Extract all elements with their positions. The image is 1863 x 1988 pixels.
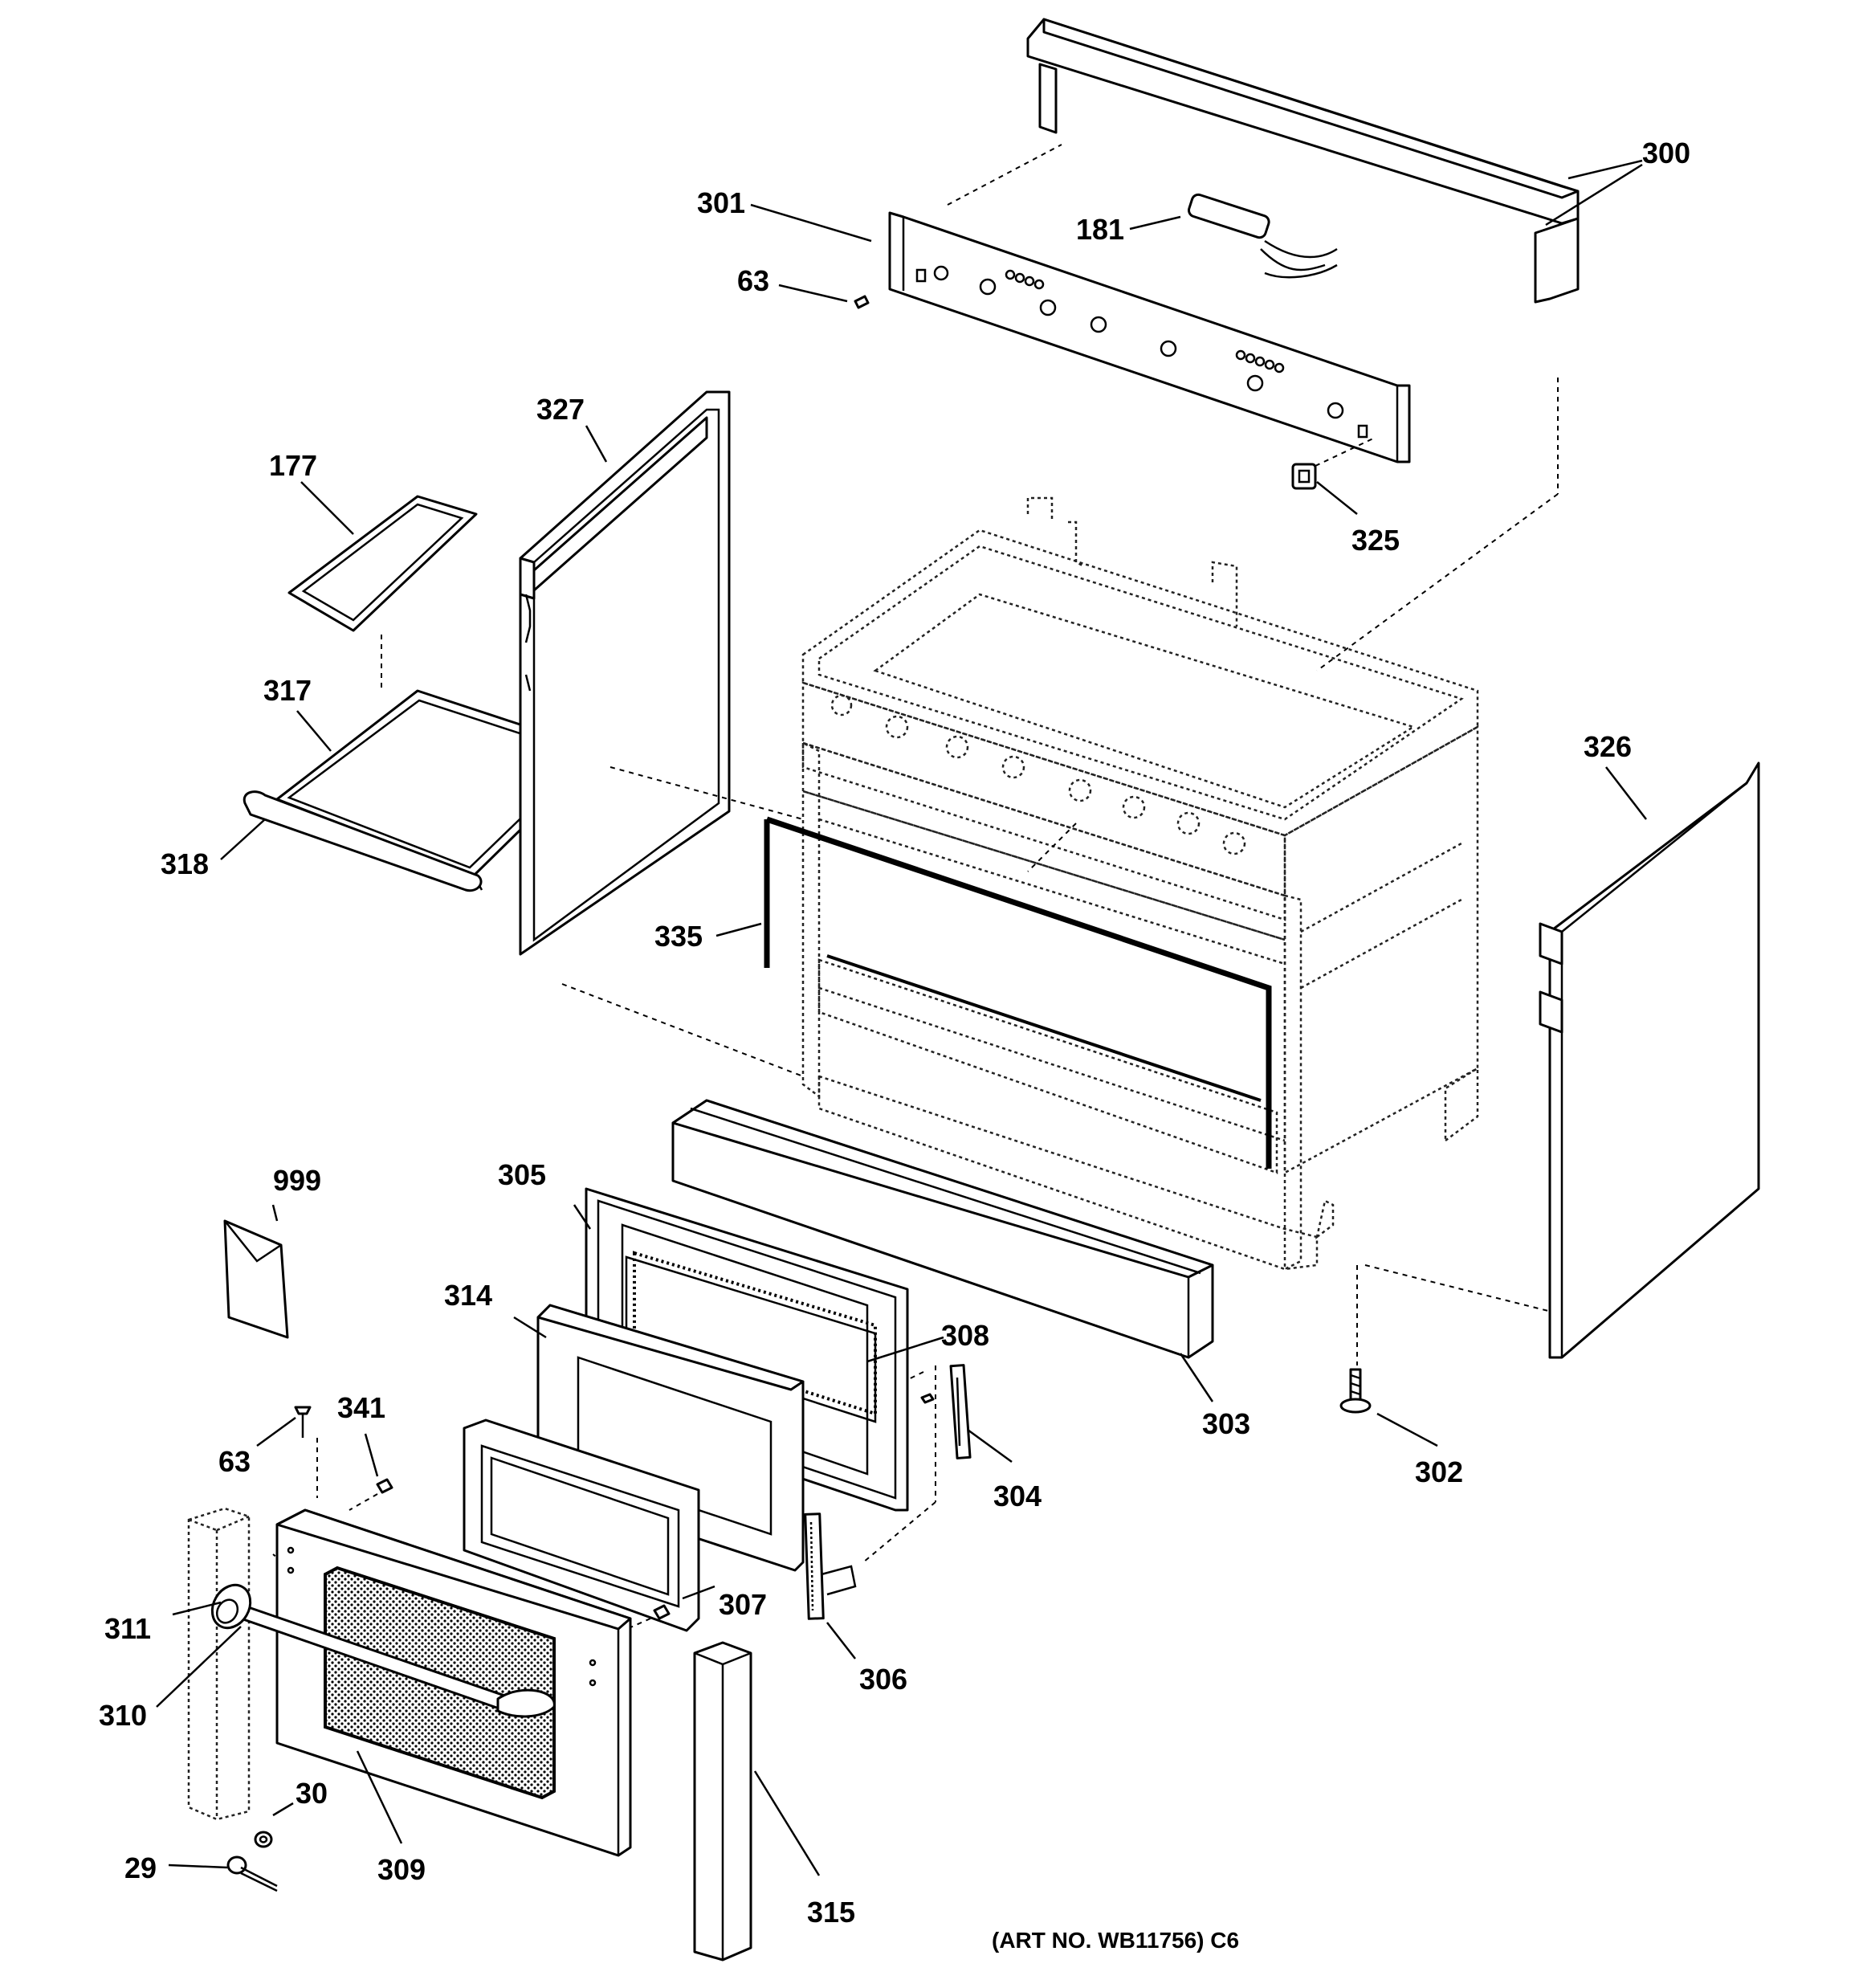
callout-999: 999	[273, 1164, 321, 1197]
door-screw	[653, 1604, 671, 1620]
part-327-side-panel	[519, 390, 731, 956]
callout-29: 29	[124, 1851, 157, 1884]
callout-327: 327	[536, 393, 585, 426]
callout-315: 315	[807, 1896, 855, 1929]
art-number: (ART NO. WB11756) C6	[992, 1928, 1239, 1953]
callout-317: 317	[263, 674, 312, 707]
leader-lines	[156, 159, 1647, 1876]
part-315-trim-strip	[187, 1507, 752, 1961]
callout-63-lower: 63	[218, 1445, 251, 1478]
part-326-side-panel	[1539, 761, 1760, 1359]
callout-307: 307	[719, 1588, 767, 1621]
callout-303: 303	[1202, 1407, 1250, 1440]
callout-341: 341	[337, 1391, 385, 1424]
callout-309: 309	[377, 1853, 426, 1886]
part-63-screw-lower	[294, 1406, 312, 1438]
callout-306: 306	[859, 1663, 907, 1696]
part-301-control-panel	[888, 211, 1411, 463]
callout-300: 300	[1642, 137, 1690, 169]
callout-311: 311	[104, 1612, 151, 1645]
part-307-glass-pack	[463, 1419, 700, 1632]
callout-305: 305	[498, 1158, 546, 1191]
part-325-switch	[1291, 437, 1376, 490]
part-177-filter	[287, 495, 478, 691]
callout-318: 318	[161, 847, 209, 880]
part-311-handle-end-cap	[210, 1583, 252, 1630]
part-304-hinge-receiver	[920, 1364, 972, 1459]
callout-326: 326	[1584, 730, 1632, 763]
part-335-gasket	[764, 816, 1272, 1169]
part-63-screw-top	[854, 295, 870, 309]
callout-314: 314	[444, 1279, 492, 1312]
callout-177: 177	[269, 449, 317, 482]
callout-181: 181	[1076, 213, 1124, 246]
part-308-glass	[625, 1255, 877, 1423]
range-chassis-ghost	[801, 496, 1479, 1272]
callout-310: 310	[99, 1699, 147, 1732]
callout-302: 302	[1415, 1455, 1463, 1488]
part-30-washer	[254, 1831, 273, 1848]
callout-325: 325	[1351, 524, 1400, 557]
part-999-literature-envelope	[223, 1219, 289, 1339]
callout-63-top: 63	[737, 264, 769, 297]
callout-30: 30	[296, 1777, 328, 1810]
callout-labels: 300 301 181 63 327 177 325 317 326 318 3…	[99, 137, 1690, 1953]
part-318-front-trim	[243, 790, 483, 892]
callout-335: 335	[654, 920, 703, 953]
part-181-spark-switch	[1188, 193, 1338, 279]
callout-304: 304	[993, 1480, 1042, 1512]
part-29-bolt	[226, 1855, 278, 1892]
callout-308: 308	[941, 1319, 989, 1352]
part-306-door-hinge	[804, 1512, 857, 1620]
part-300-trim-cap	[1026, 18, 1580, 304]
part-303-kick-panel	[671, 1099, 1214, 1359]
part-302-leveling-leg	[1339, 1368, 1372, 1414]
callout-301: 301	[697, 186, 745, 219]
part-341-screw	[376, 1478, 393, 1494]
